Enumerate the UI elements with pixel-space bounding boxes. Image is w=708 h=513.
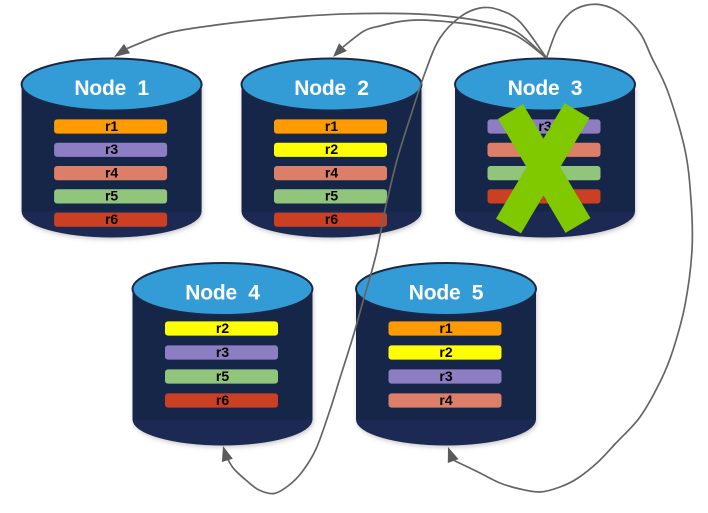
svg-text:r4: r4 <box>105 164 118 180</box>
svg-text:r3: r3 <box>105 141 118 157</box>
svg-text:r1: r1 <box>105 118 118 134</box>
svg-text:Node 2: Node 2 <box>294 77 368 100</box>
svg-text:Node 5: Node 5 <box>409 282 484 305</box>
svg-text:r1: r1 <box>439 320 452 336</box>
svg-text:Node 4: Node 4 <box>185 282 260 305</box>
svg-text:r5: r5 <box>325 188 338 204</box>
svg-text:Node 3: Node 3 <box>508 77 582 100</box>
svg-text:r2: r2 <box>325 141 338 157</box>
svg-text:r3: r3 <box>216 344 229 360</box>
svg-text:r2: r2 <box>216 320 229 336</box>
svg-text:r4: r4 <box>439 392 452 408</box>
svg-text:r5: r5 <box>216 368 229 384</box>
svg-text:r3: r3 <box>439 368 452 384</box>
svg-text:r4: r4 <box>325 164 338 180</box>
svg-text:r5: r5 <box>105 188 118 204</box>
svg-text:r3: r3 <box>538 118 551 134</box>
svg-text:r2: r2 <box>439 344 452 360</box>
svg-text:r6: r6 <box>216 392 229 408</box>
svg-text:r6: r6 <box>105 211 118 227</box>
svg-text:Node 1: Node 1 <box>74 77 149 100</box>
svg-text:r1: r1 <box>325 118 338 134</box>
svg-text:r6: r6 <box>325 211 338 227</box>
